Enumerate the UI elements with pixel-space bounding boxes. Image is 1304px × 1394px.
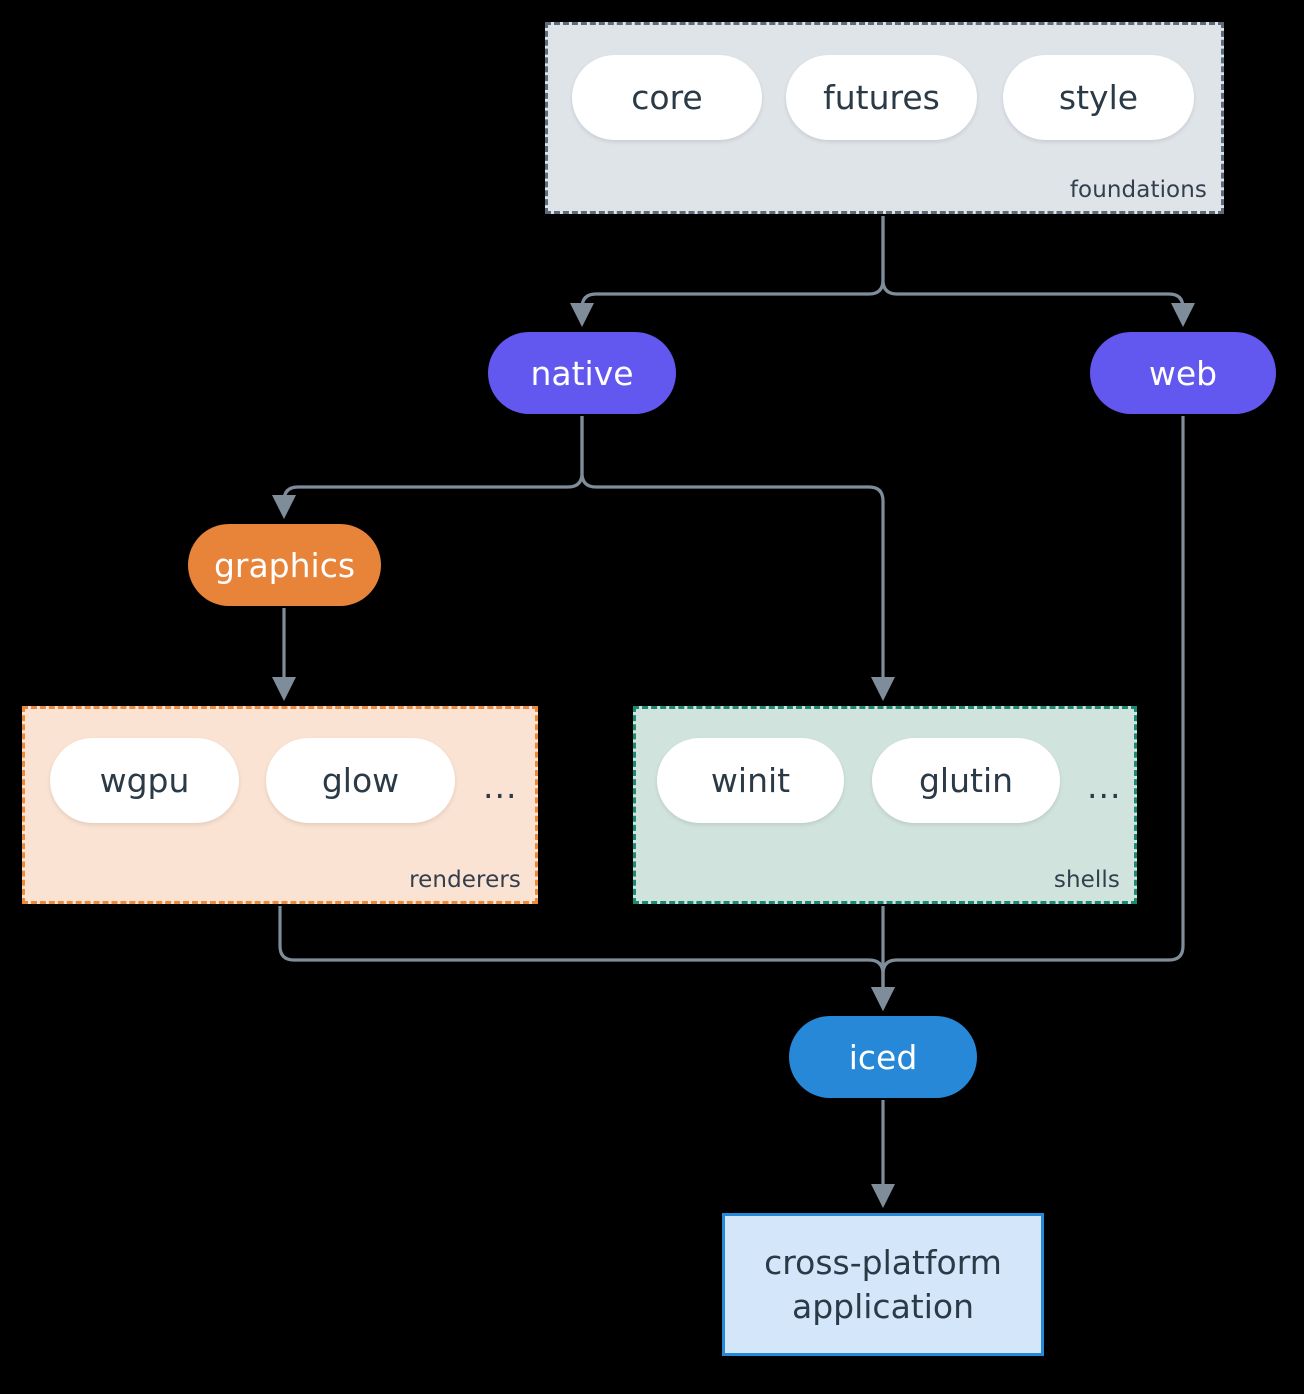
chip-more-shells: ... bbox=[1087, 767, 1122, 806]
chip-futures[interactable]: futures bbox=[786, 55, 977, 140]
node-native[interactable]: native bbox=[488, 332, 676, 414]
chip-more-renderers: ... bbox=[483, 767, 518, 806]
cluster-shells-label: shells bbox=[1053, 867, 1120, 893]
node-application[interactable]: cross-platform application bbox=[722, 1213, 1044, 1356]
node-graphics[interactable]: graphics bbox=[188, 524, 381, 606]
node-web[interactable]: web bbox=[1090, 332, 1276, 414]
chip-core[interactable]: core bbox=[572, 55, 762, 140]
chip-style[interactable]: style bbox=[1003, 55, 1194, 140]
edge-native-graphics bbox=[272, 416, 584, 519]
edge-foundations-native bbox=[570, 216, 885, 327]
cluster-renderers-label: renderers bbox=[409, 867, 521, 893]
chip-glutin[interactable]: glutin bbox=[872, 738, 1060, 823]
chip-wgpu[interactable]: wgpu bbox=[50, 738, 239, 823]
chip-winit[interactable]: winit bbox=[657, 738, 844, 823]
application-line-1: cross-platform bbox=[764, 1242, 1002, 1282]
chip-glow[interactable]: glow bbox=[266, 738, 455, 823]
cluster-foundations-label: foundations bbox=[1069, 177, 1207, 203]
edge-foundations-web bbox=[881, 216, 1195, 327]
edge-native-shells bbox=[580, 416, 895, 701]
node-iced[interactable]: iced bbox=[789, 1016, 977, 1098]
application-line-2: application bbox=[791, 1286, 975, 1326]
edge-renderers-iced bbox=[278, 906, 895, 1011]
